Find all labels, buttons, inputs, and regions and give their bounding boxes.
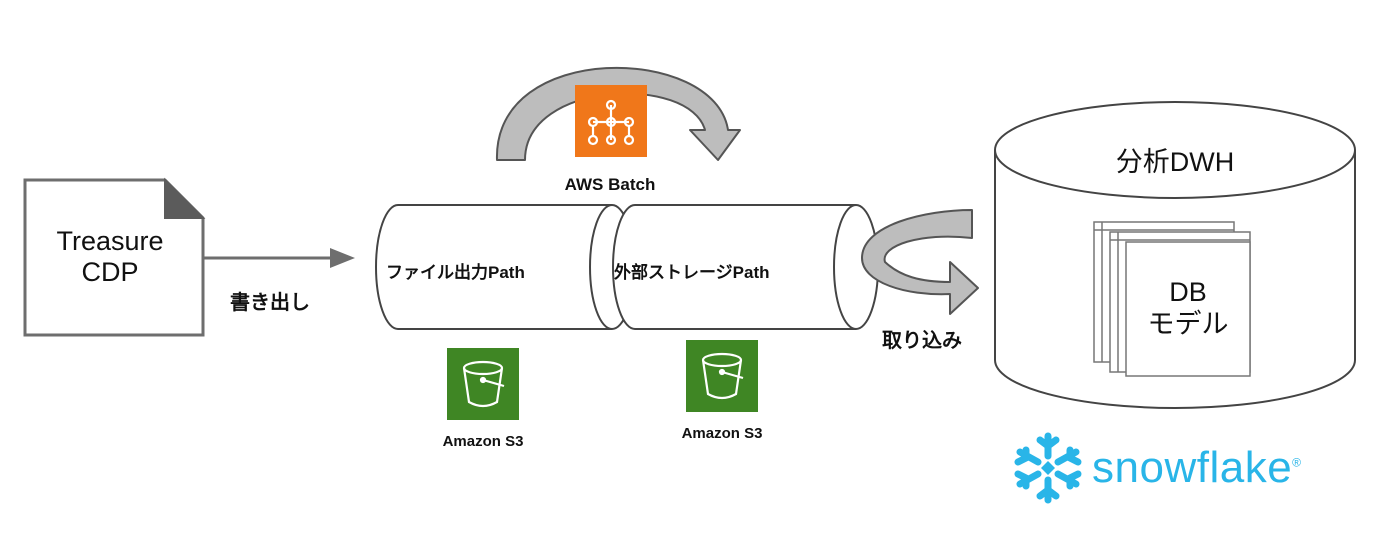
batch-curved-arrow — [495, 66, 741, 161]
dwh-title: 分析DWH — [1115, 147, 1235, 177]
document-shape — [23, 177, 206, 337]
pipe-external-storage-label: 外部ストレージPath — [614, 263, 770, 282]
export-label: 書き出し — [230, 292, 310, 314]
db-model-pages — [1093, 221, 1251, 377]
registered-mark: ® — [1292, 455, 1302, 470]
snowflake-wordmark-text: snowflake — [1092, 443, 1293, 492]
s3-label-2: Amazon S3 — [681, 425, 763, 442]
aws-batch-label: AWS Batch — [564, 175, 656, 194]
pipe-external-storage — [612, 204, 879, 330]
s3-label-1: Amazon S3 — [442, 433, 524, 450]
export-arrow — [204, 248, 355, 268]
aws-batch-icon — [575, 85, 647, 157]
s3-bucket-icon — [686, 340, 758, 412]
source-document-label: Treasure CDP — [35, 226, 185, 288]
db-model-line-2: モデル — [1147, 309, 1229, 339]
s3-bucket-icon — [447, 348, 519, 420]
import-curved-arrow — [861, 209, 979, 315]
pipe-file-output-label: ファイル出力Path — [386, 263, 525, 282]
source-line-1: Treasure — [56, 226, 164, 256]
import-label: 取り込み — [882, 330, 962, 352]
db-model-line-1: DB — [1169, 277, 1207, 307]
snowflake-wordmark: snowflake® — [1092, 443, 1302, 493]
db-model-label: DB モデル — [1128, 276, 1248, 340]
snowflake-logo-icon — [1014, 432, 1082, 504]
source-line-2: CDP — [81, 257, 139, 287]
